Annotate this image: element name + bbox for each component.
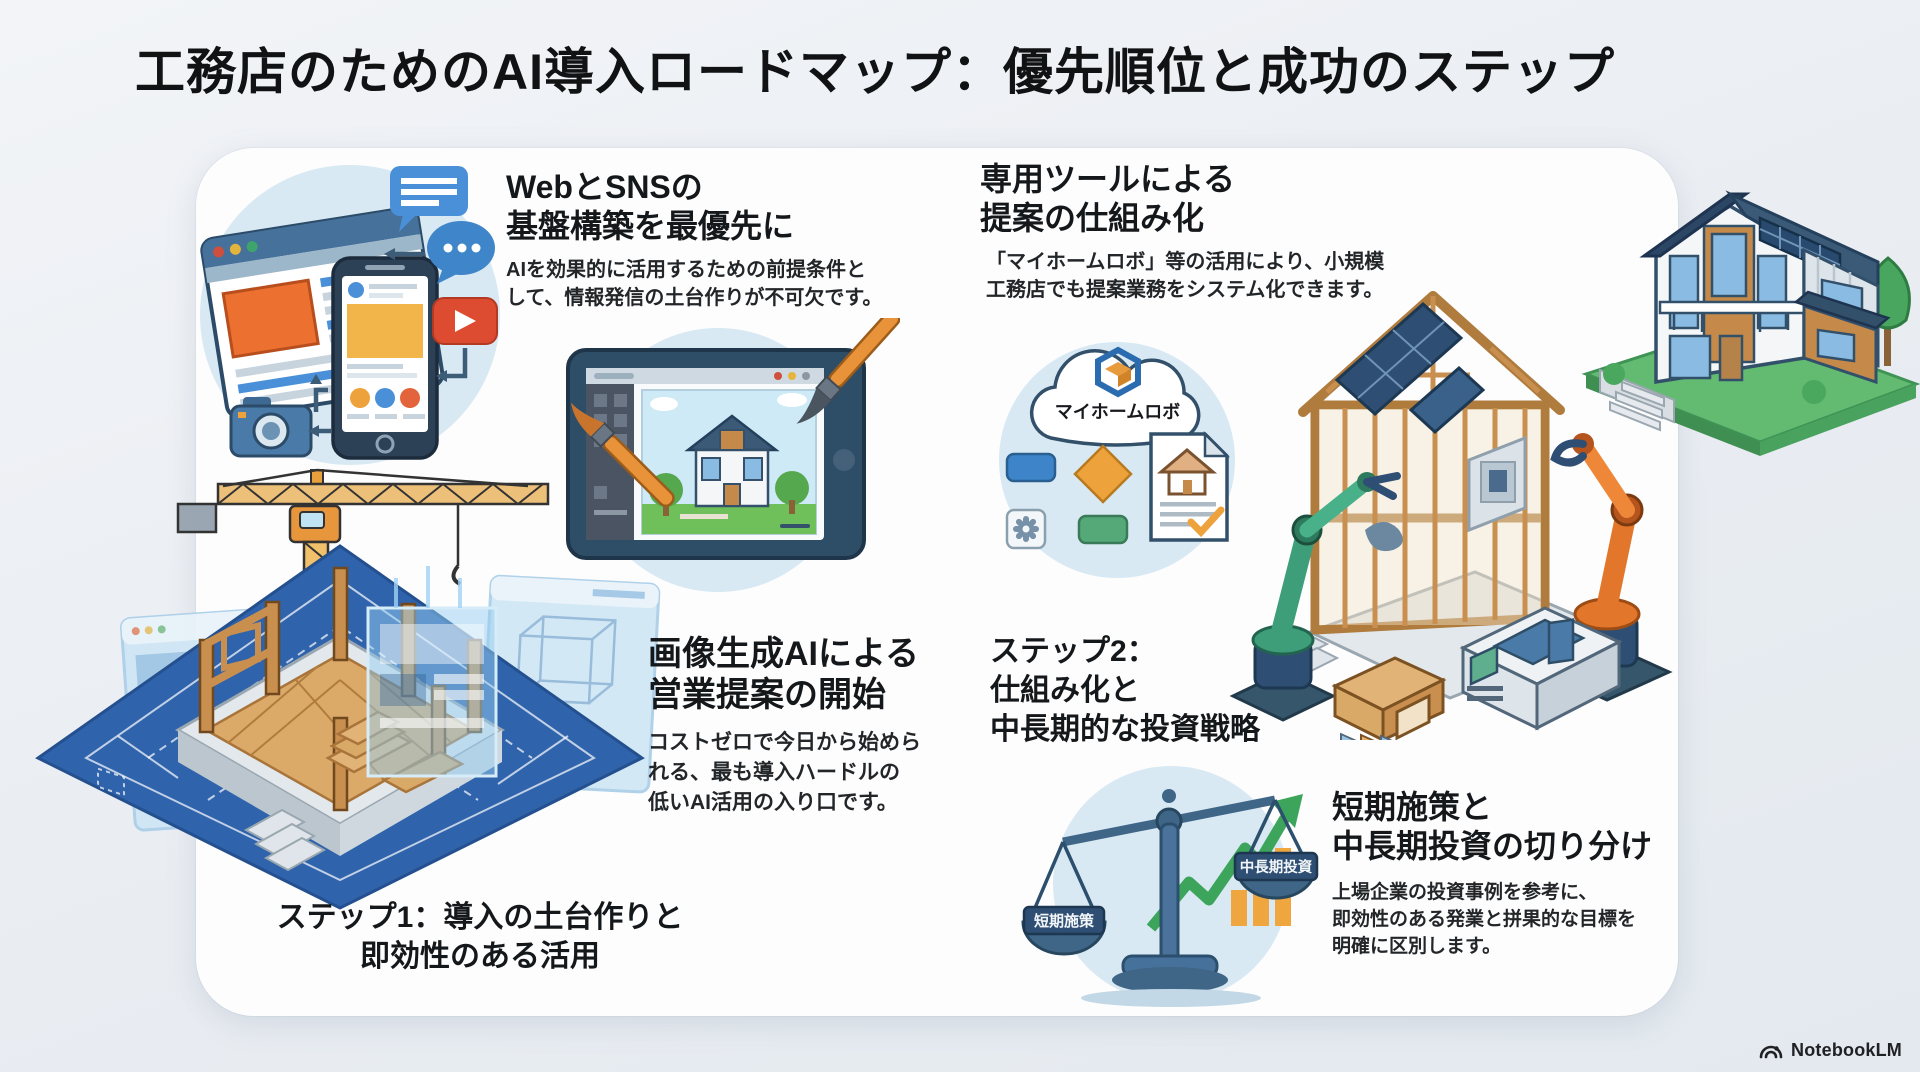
- tool-part: [1365, 522, 1403, 552]
- chat-dots-icon: [427, 221, 495, 284]
- machine-box: [1459, 606, 1623, 731]
- step1-label: ステップ1：導入の土台作りと 即効性のある活用: [276, 901, 684, 973]
- section-tool-heading: 専用ツールによる 提案の仕組み化: [980, 161, 1236, 237]
- web-sns-illustration: [185, 150, 515, 470]
- house-render: [641, 389, 817, 535]
- scale-icon: 短期施策 中長期投資: [1021, 789, 1319, 993]
- flowchart-shapes: [1005, 444, 1133, 550]
- camera-icon: [229, 397, 313, 458]
- bush: [1603, 363, 1625, 385]
- image-generation-illustration: [530, 318, 900, 603]
- blueprint-illustration: [28, 428, 668, 920]
- tablet-icon: [566, 348, 866, 560]
- solar-panel-icon: [1334, 301, 1486, 435]
- smartphone-icon: [331, 256, 439, 460]
- tool-cloud-illustration: マイホームロボ: [985, 322, 1253, 582]
- bush: [1802, 380, 1826, 404]
- section-imageai-heading: 画像生成AIによる 営業提案の開始: [648, 635, 919, 715]
- section-split-heading: 短期施策と 中長期投資の切り分け: [1332, 789, 1653, 865]
- hologram-panel: [366, 566, 498, 778]
- page-title: 工務店のためのAI導入ロードマップ：優先順位と成功のステップ: [135, 44, 1615, 100]
- scale-right-label: 中長期投資: [1240, 858, 1313, 876]
- scale-left-label: 短期施策: [1034, 912, 1095, 930]
- balcony-rail: [1658, 300, 1806, 315]
- paintbrush-icon: [571, 402, 675, 508]
- check-icon: [1187, 506, 1225, 538]
- step2-label: ステップ2： 仕組み化と 中長期的な投資戦略: [990, 635, 1260, 746]
- youtube-play-icon: [432, 297, 498, 345]
- proposal-document-icon: [1149, 430, 1231, 542]
- section-tool-body: 「マイホームロボ」等の活用により、小規模 工務店でも提案業務をシステム化できます…: [986, 251, 1385, 302]
- section-websns-body: AIを効果的に活用するための前提条件と して、情報発信の土台作りが不可欠です。: [506, 259, 883, 310]
- notebooklm-brand: NotebookLM: [1758, 1038, 1902, 1062]
- steps: [1609, 380, 1665, 432]
- studs: [1342, 408, 1528, 628]
- door: [1718, 334, 1744, 382]
- chat-bubble-icon: [390, 166, 468, 232]
- robot-arm-green: [1229, 472, 1401, 722]
- wall-frame: [204, 604, 275, 690]
- cloud-label: マイホームロボ: [1054, 402, 1181, 422]
- section-imageai-body: コストゼロで今日から始めら れる、最も導入ハードルの 低いAI活用の入り口です。: [648, 731, 921, 814]
- equipment-box: [1467, 435, 1527, 533]
- decision-diamond: [1073, 444, 1133, 504]
- notebooklm-logo-icon: [1759, 1045, 1783, 1059]
- section-split-body: 上場企業の投資事例を参考に、 即効性のある発業と拼果的な目標を 明確に区別します…: [1332, 882, 1637, 957]
- brand-label: NotebookLM: [1791, 1039, 1902, 1060]
- modern-house: [1603, 190, 1891, 432]
- window-frame: [221, 621, 261, 672]
- shadow: [1081, 989, 1261, 1007]
- balance-scale-illustration: 短期施策 中長期投資: [1003, 740, 1339, 1016]
- steps: [243, 808, 327, 872]
- gear-icon: [1013, 516, 1039, 542]
- wood-crate: [1331, 656, 1447, 740]
- robot-construction-illustration: [1215, 200, 1685, 740]
- finished-house-illustration: [1578, 130, 1920, 460]
- cloud-icon: [1029, 346, 1201, 447]
- flow-arrows: [308, 248, 468, 437]
- cube-logo-icon: [1095, 346, 1141, 398]
- paintbrush-icon: [796, 318, 900, 424]
- section-websns-heading: WebとSNSの 基盤構築を最優先に: [506, 169, 795, 245]
